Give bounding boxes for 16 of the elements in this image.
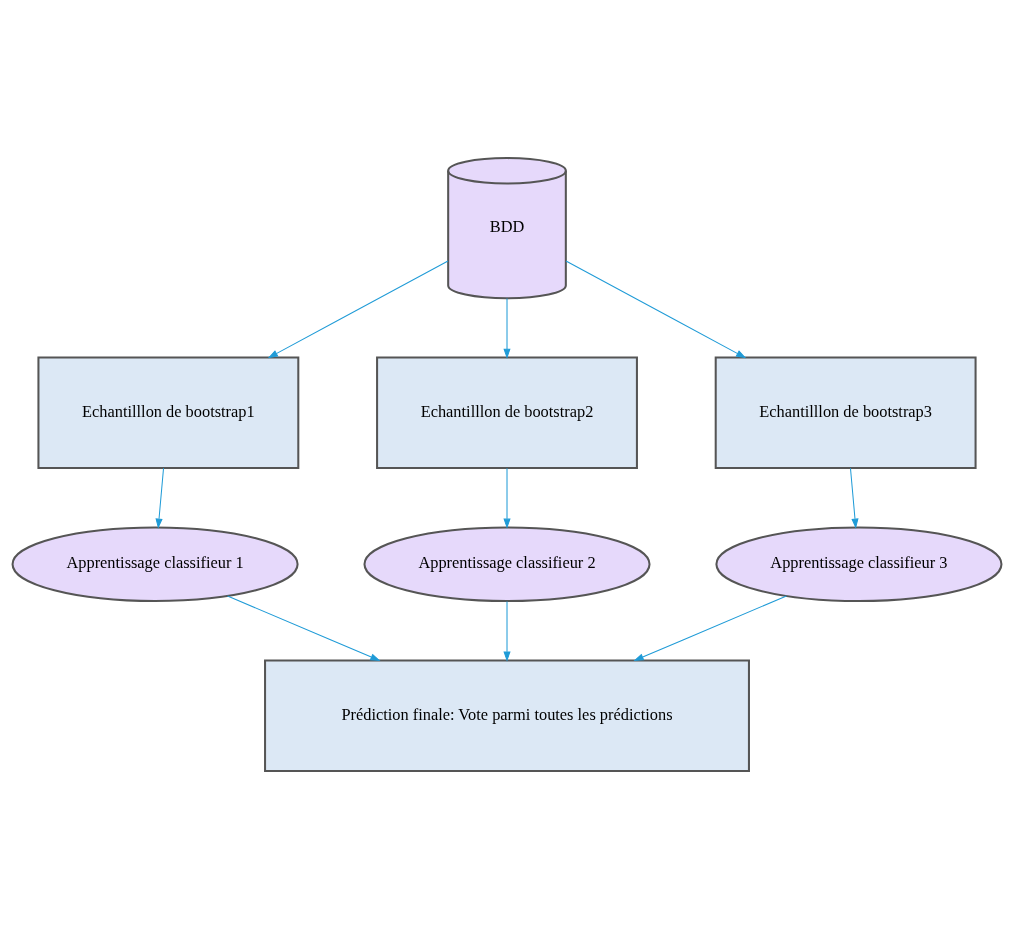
arrow	[155, 467, 165, 529]
node-box: Echantilllon de bootstrap2	[376, 356, 638, 469]
node-box: Echantilllon de bootstrap3	[714, 356, 977, 469]
node-ellipse: Apprentissage classifieur 1	[11, 525, 299, 602]
node-box: Echantilllon de bootstrap1	[37, 356, 300, 469]
node-ellipse: Apprentissage classifieur 2	[363, 525, 651, 602]
arrow	[849, 467, 859, 529]
arrow	[633, 595, 787, 661]
arrow	[565, 260, 747, 358]
arrow	[227, 595, 381, 661]
node-box: Prédiction finale: Vote parmi toutes les prédictions	[264, 658, 750, 772]
arrow	[503, 297, 511, 359]
arrow	[503, 467, 511, 529]
arrow	[503, 600, 511, 662]
arrow	[267, 260, 449, 358]
node-ellipse: Apprentissage classifieur 3	[715, 525, 1003, 602]
